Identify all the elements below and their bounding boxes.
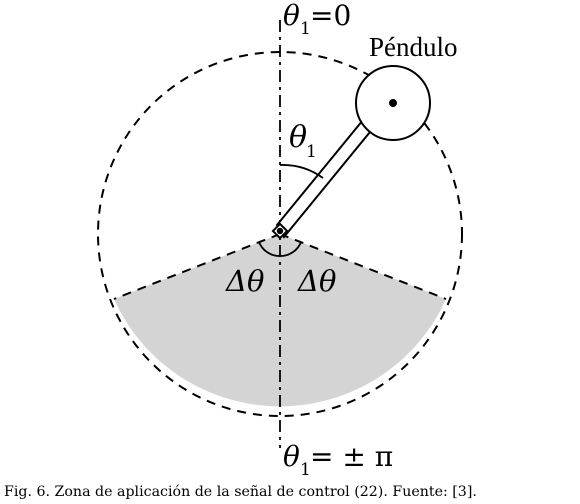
svg-text:= ± π: = ± π — [310, 440, 393, 473]
delta-theta-arc-right — [279, 241, 302, 257]
svg-text:θ: θ — [289, 120, 307, 155]
delta-theta-label-right: Δθ — [297, 264, 336, 298]
svg-text:1: 1 — [300, 19, 311, 39]
svg-text:θ: θ — [283, 440, 300, 473]
pivot-point — [276, 227, 284, 235]
sector-boundary-left — [113, 233, 281, 300]
pendulum-label: Péndulo — [369, 32, 458, 62]
figure-caption: Fig. 6. Zona de aplicación de la señal d… — [4, 484, 477, 500]
delta-theta-label-left: Δθ — [225, 264, 264, 298]
bottom-angle-label: θ 1 = ± π — [281, 440, 393, 480]
svg-text:1: 1 — [300, 460, 311, 480]
svg-text:1: 1 — [306, 142, 317, 162]
theta-angle-arc — [279, 164, 324, 179]
svg-text:θ: θ — [283, 0, 300, 32]
sector-boundary-right — [279, 233, 447, 300]
delta-theta-arc-left — [258, 241, 281, 257]
bob-center-dot — [389, 99, 397, 107]
svg-text:=0: =0 — [310, 0, 351, 32]
trajectory-circle — [97, 51, 463, 417]
top-angle-label: θ 1 =0 — [281, 0, 351, 39]
rod-angle-label: θ 1 — [289, 120, 317, 162]
